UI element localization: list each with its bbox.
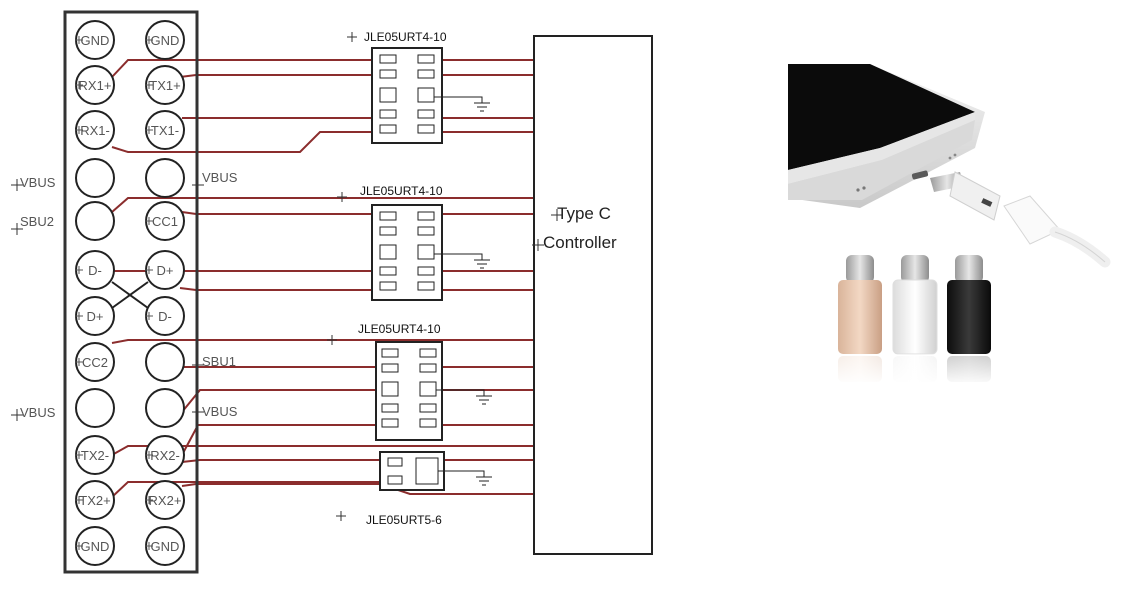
wire-rx2p — [181, 483, 540, 495]
chip-3-label: JLE05URT4-10 — [358, 322, 441, 336]
pin-anchor-marker — [75, 126, 83, 134]
connector-pin-label: GND — [151, 33, 180, 48]
controller-title: Type C — [557, 204, 611, 223]
pin-anchor-marker — [75, 451, 83, 459]
wire-rx2n — [181, 459, 540, 463]
connector-pin-label: TX1- — [151, 123, 179, 138]
vbus-right-label-2: VBUS — [202, 404, 238, 419]
adapter-white-image — [891, 255, 939, 386]
wire-dplus-a — [179, 287, 540, 291]
wire-cc1 — [181, 211, 540, 215]
connector-pin — [75, 388, 115, 428]
connector-pin-label: RX1- — [80, 123, 110, 138]
usb-adapter-cable-image — [930, 171, 1111, 268]
connector-pin-label: GND — [81, 539, 110, 554]
esd-chip-1: JLE05URT4-10 — [347, 30, 490, 144]
connector-pin-label: GND — [81, 33, 110, 48]
chip-4-label: JLE05URT5-6 — [366, 513, 442, 527]
type-c-controller: Type C Controller — [532, 35, 653, 555]
chip-1-label: JLE05URT4-10 — [364, 30, 447, 44]
smartphone-image — [788, 64, 985, 208]
connector-pin-label: CC1 — [152, 214, 178, 229]
product-photo — [788, 64, 1111, 386]
vbus-left-label: VBUS — [20, 175, 56, 190]
esd-chip-2: JLE05URT4-10 — [337, 184, 490, 301]
pin-anchor-marker — [145, 451, 153, 459]
controller-subtitle: Controller — [543, 233, 617, 252]
connector-pin — [145, 158, 185, 198]
vbus-left-label-2: VBUS — [20, 405, 56, 420]
connector-pin-label: RX2- — [150, 448, 180, 463]
pin-anchor-marker — [145, 496, 153, 504]
sbu2-label: SBU2 — [20, 214, 54, 229]
chip-2-label: JLE05URT4-10 — [360, 184, 443, 198]
d-crossover — [111, 281, 149, 309]
connector-pin-label: TX2- — [81, 448, 109, 463]
connector-pin-label: D- — [88, 263, 102, 278]
pin-anchor-marker — [145, 126, 153, 134]
wire-rx2n-chip — [181, 424, 540, 456]
connector-pin-label: RX2+ — [149, 493, 182, 508]
pin-anchor-marker — [145, 312, 153, 320]
pin-anchor-marker — [75, 81, 83, 89]
pin-anchor-marker — [145, 217, 153, 225]
pin-anchor-marker — [75, 496, 83, 504]
side-labels: VBUS VBUS SBU2 SBU1 VBUS VBUS — [11, 170, 238, 421]
pin-anchor-marker — [75, 358, 83, 366]
pin-anchor-marker — [75, 36, 83, 44]
wire-sbu2 — [111, 197, 540, 213]
esd-chip-3: JLE05URT4-10 — [327, 322, 492, 441]
esd-chip-4: JLE05URT5-6 — [336, 451, 492, 527]
connector-pin-label: D+ — [157, 263, 174, 278]
connector-pin — [145, 388, 185, 428]
pin-anchor-marker — [75, 312, 83, 320]
connector-pin — [75, 201, 115, 241]
vbus-right-label: VBUS — [202, 170, 238, 185]
connector-pin-label: D- — [158, 309, 172, 324]
connector-pin-label: D+ — [87, 309, 104, 324]
wire-tx1p — [179, 74, 540, 78]
connector-pin-label: CC2 — [82, 355, 108, 370]
pin-anchor-marker — [145, 36, 153, 44]
pin-anchor-marker — [145, 266, 153, 274]
pin-anchor-marker — [75, 542, 83, 550]
wire-tx2n — [111, 445, 540, 456]
adapter-rose-gold-image — [836, 255, 884, 386]
usb-c-connector-outline — [63, 10, 199, 574]
connector-pin-label: TX1+ — [149, 78, 180, 93]
connector-pin — [145, 342, 185, 382]
connector-pin-label: RX1+ — [79, 78, 112, 93]
connector-pin-label: TX2+ — [79, 493, 110, 508]
sbu1-label: SBU1 — [202, 354, 236, 369]
connector-pin — [75, 158, 115, 198]
pin-anchor-marker — [145, 81, 153, 89]
adapter-black-image — [945, 255, 993, 386]
wire-cc2 — [111, 339, 540, 344]
connector-pin-label: GND — [151, 539, 180, 554]
pin-anchor-marker — [75, 266, 83, 274]
pin-anchor-marker — [145, 542, 153, 550]
